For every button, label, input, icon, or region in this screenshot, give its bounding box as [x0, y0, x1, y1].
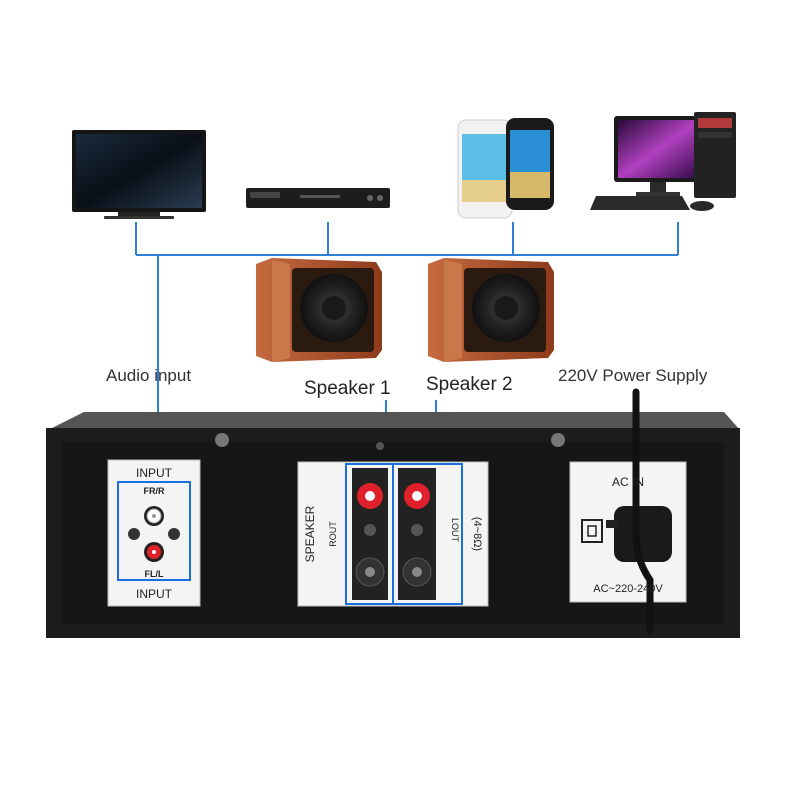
speaker-2-icon — [428, 258, 554, 362]
dvd-player-icon — [246, 188, 390, 208]
input-bottom-label: INPUT — [136, 587, 173, 601]
speaker-output-panel — [297, 461, 489, 607]
speaker-1-icon — [256, 258, 382, 362]
smartphones-icon — [457, 118, 554, 219]
tv-icon — [72, 130, 206, 219]
rout-label: ROUT — [328, 521, 338, 547]
speaker-2-label: Speaker 2 — [426, 374, 513, 395]
speaker-highlight-box — [345, 463, 463, 605]
speaker-panel-label: SPEAKER — [303, 505, 317, 562]
input-highlight-box — [117, 481, 191, 581]
ac-in-label: AC IN — [612, 475, 644, 489]
speaker-1-label: Speaker 1 — [304, 378, 391, 399]
power-supply-label: 220V Power Supply — [558, 366, 708, 385]
lout-label: LOUT — [450, 518, 460, 543]
ac-range-label: AC~220-240V — [593, 583, 663, 595]
fr-label: FR/R — [144, 486, 165, 496]
impedance-label: (4~8Ω) — [471, 517, 483, 551]
input-panel — [107, 459, 201, 607]
ac-input-panel — [569, 461, 687, 603]
desktop-computer-icon — [590, 112, 736, 211]
input-top-label: INPUT — [136, 466, 173, 480]
audio-input-label: Audio input — [106, 366, 192, 385]
fl-label: FL/L — [145, 569, 164, 579]
power-cord — [632, 388, 654, 634]
